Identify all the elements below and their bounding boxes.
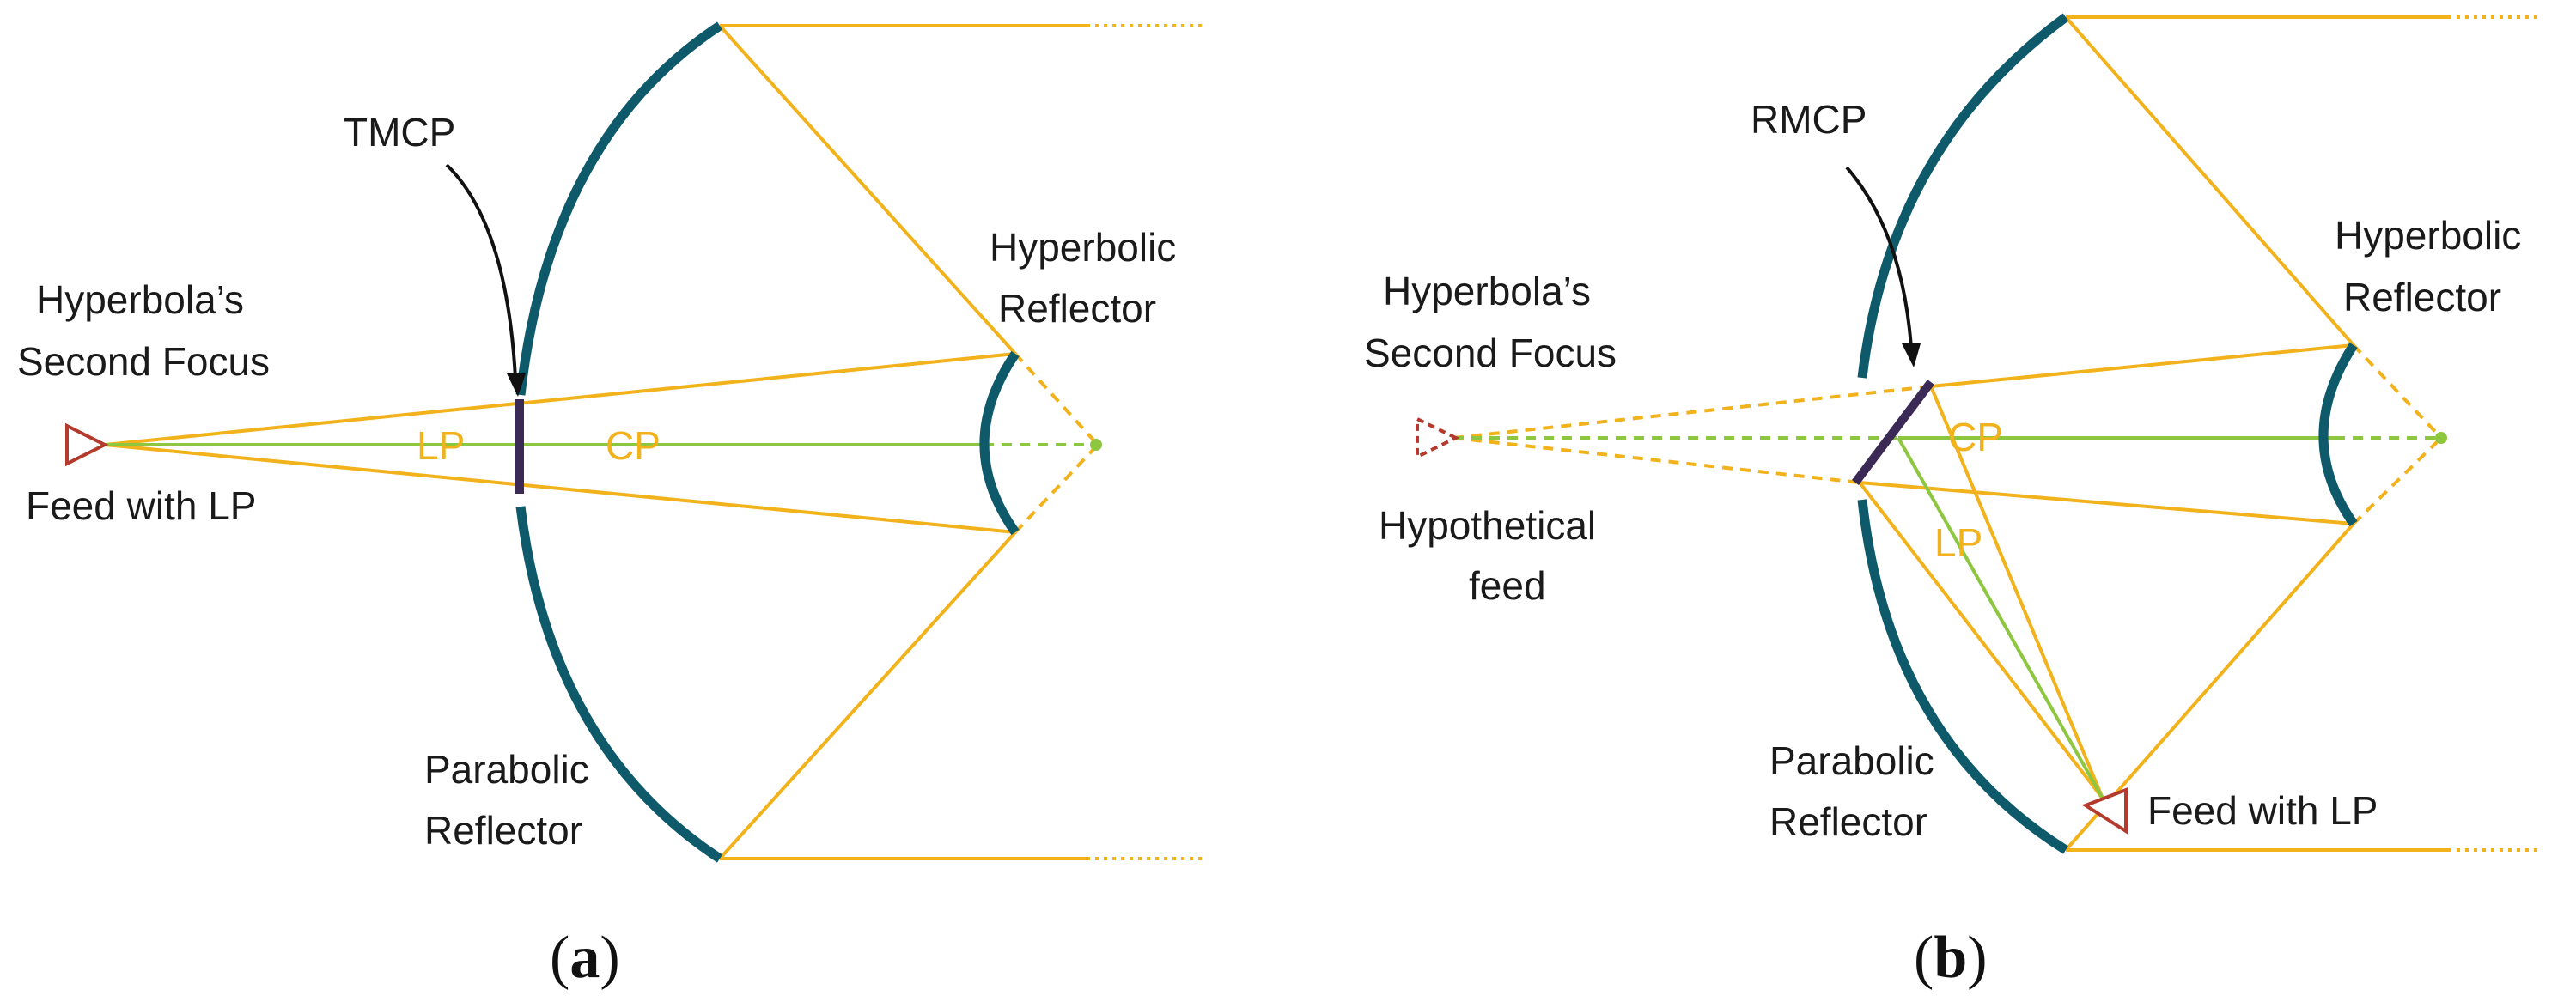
lp-label: LP: [1934, 520, 1982, 565]
hyperbolic-reflector: [2318, 343, 2358, 527]
ray-polarizer-to-subreflector-top: [1930, 343, 2354, 388]
ray-extension-bottom: [2352, 436, 2443, 525]
second-focus-label-line1: Hyperbola’s: [36, 277, 244, 322]
tmcp-callout-arrowhead: [507, 373, 526, 397]
panel-a: TMCP Hyperbolic Reflector Hyperbola’s Se…: [17, 21, 1203, 991]
feed-label: Feed with LP: [2147, 788, 2378, 833]
ray-extension-top: [1014, 352, 1099, 446]
ray-parabola-to-subreflector-bottom: [718, 531, 1017, 860]
hypothetical-feed-label-line1: Hypothetical: [1379, 503, 1596, 548]
hyperbolic-reflector-label-line1: Hyperbolic: [2335, 213, 2521, 258]
hypothetical-feed-label-line2: feed: [1469, 563, 1546, 608]
ray-feed-to-polarizer-bottom: [1858, 481, 2104, 800]
parabolic-reflector-label-line2: Reflector: [424, 808, 582, 853]
second-focus-label-line2: Second Focus: [1364, 331, 1617, 375]
rmcp-polarizer: [1852, 379, 1934, 486]
hyperbolic-reflector-label-line2: Reflector: [2343, 275, 2501, 319]
rmcp-label: RMCP: [1751, 97, 1867, 142]
image-ray-bottom: [1452, 436, 1860, 484]
parabolic-reflector-label-line1: Parabolic: [1769, 738, 1934, 783]
hyperbolic-reflector-label-line2: Reflector: [998, 286, 1156, 331]
ray-polarizer-to-subreflector-bottom: [1859, 481, 2354, 525]
ray-feed-to-subreflector-top: [104, 352, 1016, 446]
focal-point: [2435, 432, 2447, 444]
cp-label: CP: [606, 423, 661, 468]
hypothetical-feed-horn: [1416, 416, 1460, 460]
rmcp-callout-arrowhead: [1902, 343, 1921, 367]
focal-point: [1090, 439, 1102, 451]
parabolic-reflector-lower: [1857, 499, 2068, 854]
parabolic-reflector-upper: [515, 21, 723, 396]
cp-label: CP: [1948, 415, 2003, 459]
tmcp-label: TMCP: [344, 110, 455, 155]
caption-b: (b): [1914, 925, 1988, 991]
second-focus-label-line1: Hyperbola’s: [1383, 269, 1591, 313]
ray-feed-to-polarizer-top: [1929, 386, 2104, 799]
panel-b: RMCP Hyperbolic Reflector Hyperbola’s Se…: [1364, 13, 2543, 991]
ray-parabola-to-subreflector-top: [718, 24, 1017, 355]
parabolic-reflector-lower: [515, 506, 723, 863]
ray-parabola-to-subreflector-top: [2064, 15, 2355, 347]
ray-extension-bottom: [1014, 443, 1099, 534]
parabolic-reflector-label-line2: Reflector: [1769, 799, 1927, 844]
feed-horn: [65, 422, 109, 467]
hyperbolic-reflector-label-line1: Hyperbolic: [990, 225, 1176, 270]
tmcp-callout-arrow: [445, 163, 517, 379]
second-focus-label-line2: Second Focus: [17, 339, 270, 384]
ray-feed-to-subreflector-bottom: [104, 443, 1016, 534]
feed-horn: [2081, 787, 2128, 835]
parabolic-reflector-label-line1: Parabolic: [424, 747, 589, 792]
parabolic-reflector-upper: [1857, 13, 2069, 379]
feed-label: Feed with LP: [26, 483, 256, 528]
caption-a: (a): [550, 925, 620, 991]
lp-path-line: [1897, 437, 2104, 799]
image-ray-top: [1452, 385, 1932, 440]
rmcp-callout-arrow: [1845, 166, 1913, 349]
ray-extension-top: [2352, 343, 2443, 440]
lp-label: LP: [417, 423, 465, 468]
hyperbolic-reflector: [979, 350, 1020, 536]
